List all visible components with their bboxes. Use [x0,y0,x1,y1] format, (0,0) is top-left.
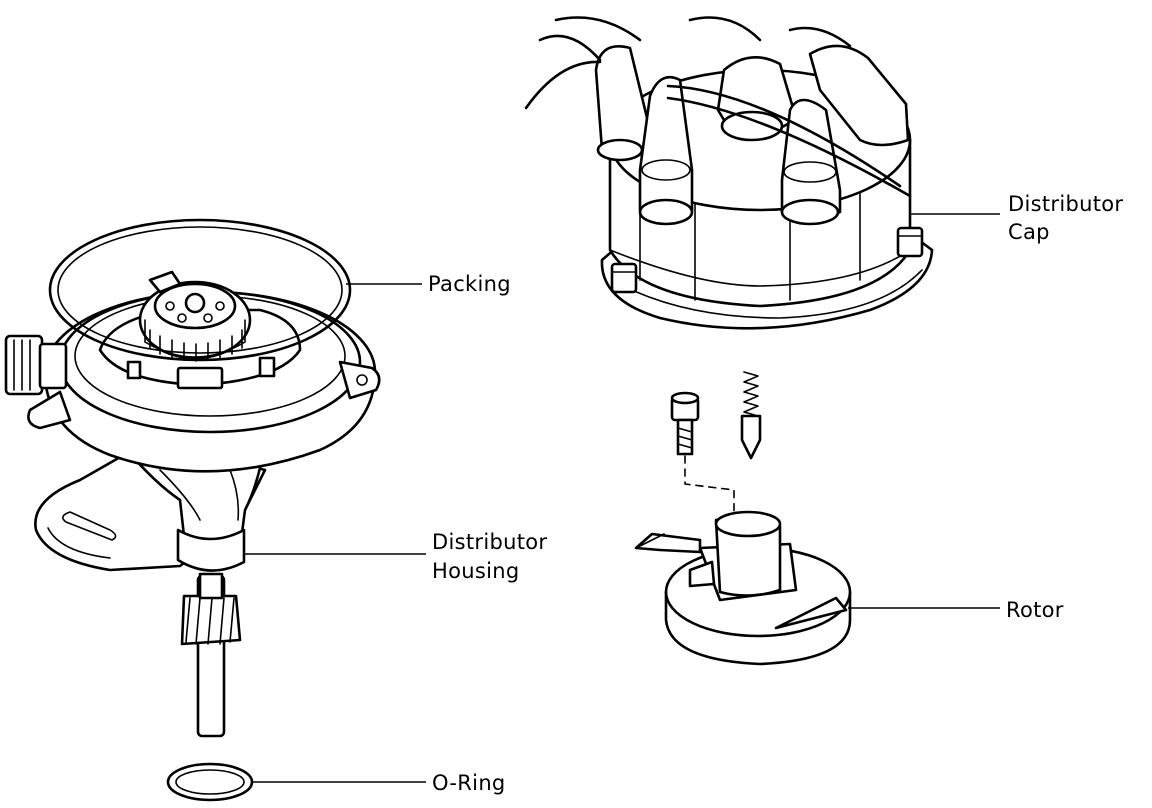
plug-tower-5 [808,44,910,147]
rotor-screw [670,391,700,456]
cap-bolt-left [610,262,638,294]
label-o-ring: O-Ring [432,771,506,795]
rotor [634,510,852,666]
plug-tower-4 [780,98,842,226]
label-rotor: Rotor [1006,598,1064,622]
alignment-dash [684,455,735,541]
label-distributor-cap-line1: Distributor [1008,192,1124,216]
drive-gear [180,594,242,646]
label-distributor-cap-line2: Cap [1008,220,1050,244]
reluctor-gear [138,270,252,362]
packing-ring [48,218,352,362]
label-packing: Packing [428,272,511,296]
distributor-cap [524,16,934,330]
label-distributor-housing-line2: Housing [432,559,520,583]
o-ring [166,762,254,802]
cap-bolt-right [896,226,924,258]
plug-tower-1 [594,45,652,162]
label-distributor-housing-line1: Distributor [432,530,548,554]
carbon-spring-center-electrode [740,371,762,460]
plug-tower-2 [638,75,694,226]
distributor-housing [4,270,381,738]
